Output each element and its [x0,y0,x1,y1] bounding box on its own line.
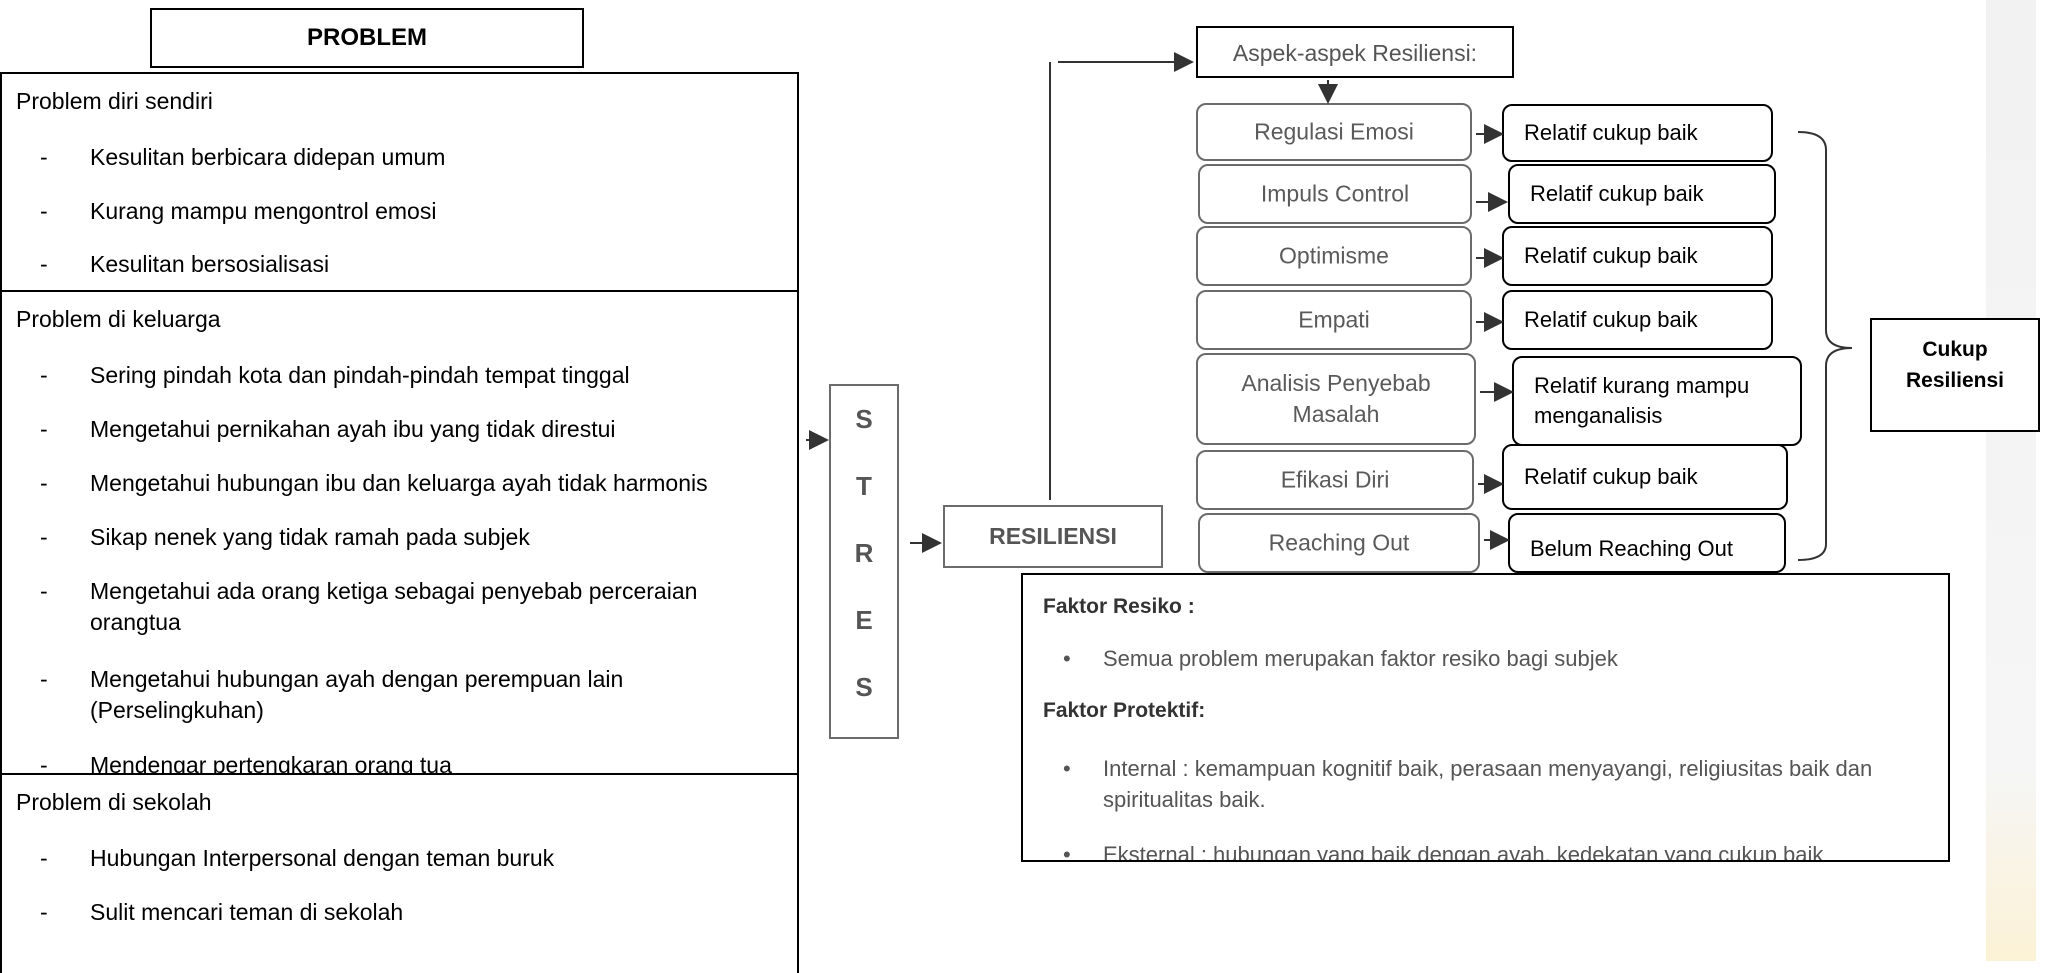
aspect-name: Impuls Control [1260,180,1410,207]
value-box: Relatif cukup baik [1502,444,1788,510]
list-item: •Eksternal : hubungan yang baik dengan a… [1063,839,1824,862]
list-item-text: Sikap nenek yang tidak ramah pada subjek [90,524,530,550]
faktor-resiko-title: Faktor Resiko : [1043,595,1195,618]
list-item-text: Kesulitan bersosialisasi [90,251,330,277]
list-item: •Semua problem merupakan faktor resiko b… [1063,646,1618,671]
value-text: Relatif cukup baik [1530,181,1704,206]
aspek-header: Aspek-aspek Resiliensi: [1196,26,1514,78]
value-text: Relatif kurang mampu menganalisis [1534,373,1750,428]
list-item-text: Hubungan Interpersonal dengan teman buru… [90,845,555,871]
conclusion-box: Cukup Resiliensi [1870,318,2040,432]
faktor-protektif-title: Faktor Protektif: [1043,699,1206,722]
aspect-name: Reaching Out [1268,529,1410,556]
aspect-name: Efikasi Diri [1280,466,1390,493]
section-title: Problem di keluarga [16,306,221,332]
list-item-text: Eksternal : hubungan yang baik dengan ay… [1103,842,1824,862]
value-text: Relatif cukup baik [1524,464,1698,489]
problem-header-label: PROBLEM [307,24,427,51]
stres-box: S T R E S [829,384,899,739]
aspect-name: Optimisme [1279,242,1389,269]
aspect-box: Analisis Penyebab Masalah [1196,353,1476,445]
list-item-text: Mengetahui hubungan ayah dengan perempua… [90,666,624,723]
aspect-box: Efikasi Diri [1196,450,1474,510]
conclusion-label: Cukup Resiliensi [1905,338,2005,392]
brace-right [1797,131,1853,561]
section-sekolah: Problem di sekolah -Hubungan Interperson… [0,773,799,973]
resiliensi-label: RESILIENSI [989,523,1117,549]
section-title: Problem diri sendiri [16,88,213,114]
aspect-name: Analisis Penyebab Masalah [1241,370,1431,427]
section-title: Problem di sekolah [16,789,212,815]
stres-letter: S [855,672,873,702]
value-text: Belum Reaching Out [1530,536,1733,561]
aspect-box: Impuls Control [1198,164,1472,224]
aspect-box: Regulasi Emosi [1196,103,1472,161]
list-item-text: Kesulitan berbicara didepan umum [90,144,446,170]
value-text: Relatif cukup baik [1524,120,1698,145]
value-box: Belum Reaching Out [1508,513,1786,573]
aspect-box: Optimisme [1196,226,1472,286]
watermark-strip [1986,0,2036,961]
list-item-text: Mengetahui ada orang ketiga sebagai peny… [90,578,698,635]
value-box: Relatif kurang mampu menganalisis [1512,356,1802,446]
stres-letter: E [855,605,873,635]
section-diri-sendiri: Problem diri sendiri -Kesulitan berbicar… [0,72,799,292]
problem-header: PROBLEM [150,8,584,68]
stres-letter: T [856,471,872,501]
list-item-text: Sering pindah kota dan pindah-pindah tem… [90,362,630,388]
list-item: •Internal : kemampuan kognitif baik, per… [1063,756,1873,812]
aspect-name: Empati [1298,306,1370,333]
aspect-name: Regulasi Emosi [1254,118,1414,145]
resiliensi-box: RESILIENSI [943,505,1163,568]
list-item-text: Kurang mampu mengontrol emosi [90,198,437,224]
value-box: Relatif cukup baik [1502,290,1773,350]
value-text: Relatif cukup baik [1524,243,1698,268]
stres-letter: S [855,404,873,434]
factors-box: Faktor Resiko : •Semua problem merupakan… [1021,573,1950,862]
list-item-text: Mendengar pertengkaran orang tua [90,752,452,775]
list-item-text: Semua problem merupakan faktor resiko ba… [1103,646,1618,671]
value-box: Relatif cukup baik [1502,226,1773,286]
aspek-header-label: Aspek-aspek Resiliensi: [1232,40,1478,66]
stres-letter: R [854,538,874,568]
aspect-box: Reaching Out [1198,513,1480,573]
list-item-text: Sulit mencari teman di sekolah [90,899,404,925]
value-box: Relatif cukup baik [1508,164,1776,224]
list-item-text: Mengetahui hubungan ibu dan keluarga aya… [90,470,708,496]
list-item-text: Internal : kemampuan kognitif baik, pera… [1103,756,1873,812]
value-box: Relatif cukup baik [1502,104,1773,162]
list-item-text: Mengetahui pernikahan ayah ibu yang tida… [90,416,616,442]
value-text: Relatif cukup baik [1524,307,1698,332]
section-keluarga: Problem di keluarga -Sering pindah kota … [0,290,799,775]
aspect-box: Empati [1196,290,1472,350]
